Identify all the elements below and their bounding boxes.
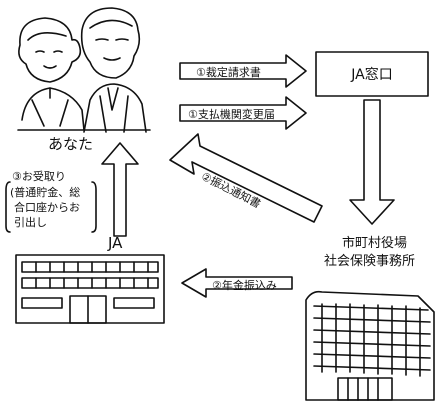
arrow-change	[179, 96, 307, 130]
receive-note-line-3: 合口座からお	[14, 201, 80, 214]
up-arrow-withdraw	[101, 142, 139, 237]
receive-note-bracket	[5, 181, 11, 233]
arrow-transfer-label: ②年金振込み	[212, 279, 277, 292]
receive-note-line-2: (普通貯金、総	[10, 186, 81, 199]
receive-note-line-4: 引出し	[14, 216, 47, 229]
ja-bank-building	[15, 254, 165, 324]
arrow-claim	[179, 54, 307, 88]
arrow-change-label: ①支払機関変更届	[188, 108, 275, 121]
arrow-notice	[169, 133, 323, 223]
you-label: あなた	[48, 135, 94, 153]
elderly-couple-illustration	[17, 7, 151, 133]
ja-label: JA	[108, 234, 123, 252]
municipal-label-line-1: 市町村役場	[342, 236, 408, 251]
municipal-office-building	[305, 290, 435, 401]
ja-window-box	[315, 51, 429, 97]
municipal-label-line-2: 社会保険事務所	[324, 254, 416, 269]
receive-note-line-1: ③お受取り	[12, 170, 66, 183]
arrow-transfer	[181, 268, 293, 298]
down-arrow-forward	[349, 99, 395, 225]
ja-window-label: JA窓口	[351, 67, 393, 83]
arrow-claim-label: ①裁定請求書	[196, 66, 261, 79]
